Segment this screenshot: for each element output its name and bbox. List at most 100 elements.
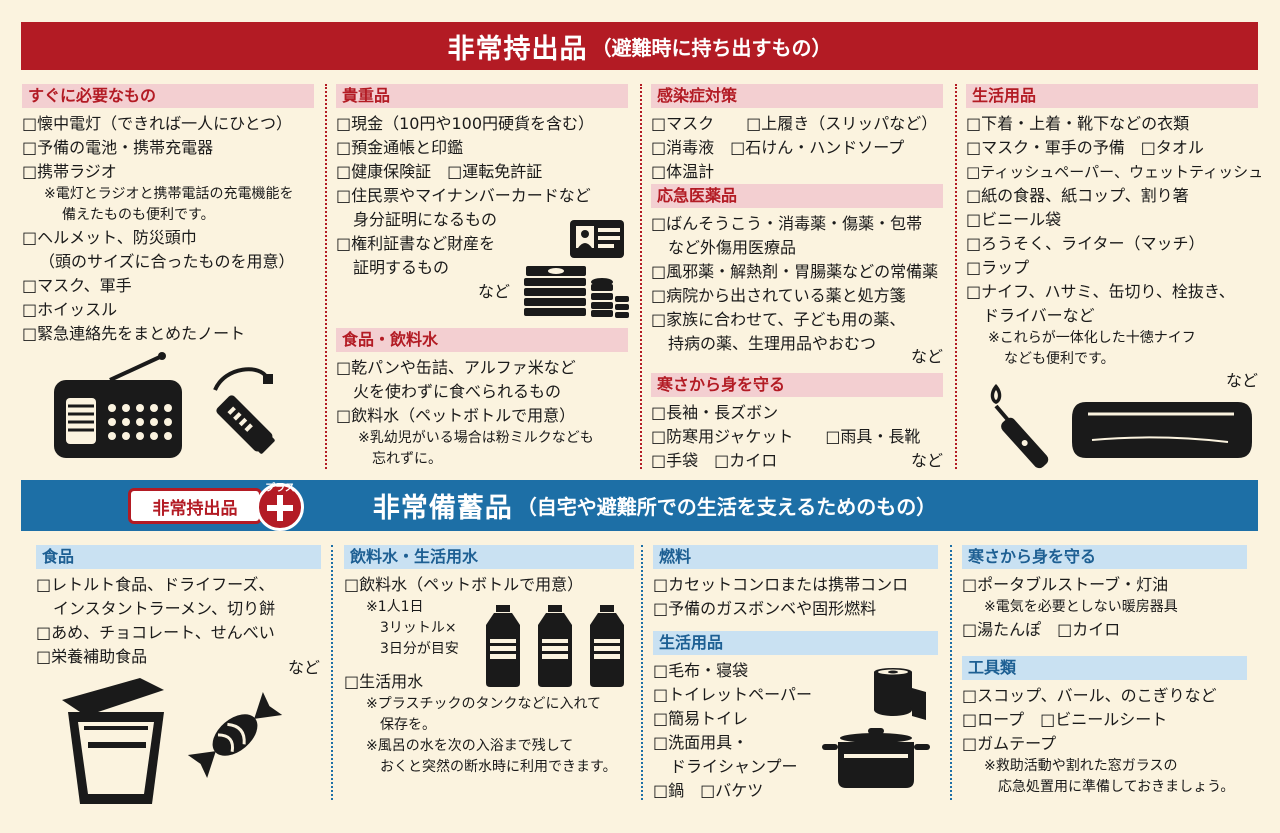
list-item: □ロープ □ビニールシート [962, 710, 1168, 729]
list-item: □ナイフ、ハサミ、缶切り、栓抜き、 [966, 282, 1235, 301]
note: ※救助活動や割れた窓ガラスの [984, 758, 1178, 774]
section-header: 応急医薬品 [651, 184, 943, 208]
id-card-icon [570, 220, 624, 258]
list-item-cont: インスタントラーメン、切り餅 [53, 599, 276, 618]
note: 備えたものも便利です。 [62, 207, 215, 223]
note: ※1人1日 [366, 599, 424, 615]
list-item: □簡易トイレ [653, 709, 749, 728]
section-valuables: 貴重品 □現金（10円や100円硬貨を含む） □預金通帳と印鑑 □健康保険証 □… [336, 84, 628, 304]
section-header: 飲料水・生活用水 [344, 545, 634, 569]
list-item: □手袋 □カイロ など [651, 449, 943, 473]
emergency-carry-tag: 非常持出品 [128, 488, 262, 524]
list-item-cont: （頭のサイズに合ったものを用意） [39, 252, 295, 271]
note: 忘れずに。 [372, 451, 442, 467]
list-item: □ビニール袋 [966, 210, 1062, 229]
etc-label: など [478, 282, 511, 301]
list-item: □現金（10円や100円硬貨を含む） [336, 114, 595, 133]
list-item: □栄養補助食品 [36, 647, 148, 666]
divider [331, 545, 333, 800]
section-header: 食品・飲料水 [336, 328, 628, 352]
list-item-cont: 火を使わずに食べられるもの [353, 382, 562, 401]
section-first-aid: 応急医薬品 □ばんそうこう・消毒薬・傷薬・包帯 など外傷用医療品 □風邪薬・解熱… [651, 184, 943, 368]
list-item: □防寒用ジャケット □雨具・長靴 [651, 427, 921, 446]
blanket-icon [1072, 402, 1252, 458]
list-item: □マスク □上履き（スリッパなど） [651, 114, 938, 133]
list-item: □下着・上着・靴下などの衣類 [966, 114, 1190, 133]
list-item: □消毒液 □石けん・ハンドソープ [651, 138, 905, 157]
emergency-carry-banner: 非常持出品 （避難時に持ち出すもの） [21, 22, 1258, 70]
candy-icon [187, 692, 283, 778]
plus-label: プラス [265, 483, 295, 494]
list-item: □健康保険証 □運転免許証 [336, 162, 543, 181]
list-item: □体温計 [651, 162, 715, 181]
note: ※乳幼児がいる場合は粉ミルクなども [358, 430, 594, 446]
plus-icon [256, 483, 304, 531]
section-living-supplies: 生活用品 □毛布・寝袋 □トイレットペーパー □簡易トイレ □洗面用具・ ドライ… [653, 631, 938, 803]
note: おくと突然の断水時に利用できます。 [380, 759, 617, 775]
list-item: □懐中電灯（できれば一人にひとつ） [22, 114, 292, 133]
banner-title: 非常備蓄品 [372, 493, 513, 524]
list-item: □予備の電池・携帯充電器 [22, 138, 214, 157]
list-item-cont: ドライシャンプー [670, 757, 798, 776]
note: 3日分が目安 [380, 641, 459, 657]
note: ※風呂の水を次の入浴まで残して [366, 738, 574, 754]
section-header: すぐに必要なもの [22, 84, 314, 108]
list-item-cont: など外傷用医療品 [668, 238, 797, 257]
list-item: □湯たんぽ □カイロ [962, 620, 1121, 639]
section-header: 寒さから身を守る [962, 545, 1247, 569]
list-item: □権利証書など財産を [336, 234, 496, 253]
divider [640, 84, 642, 469]
list-item: □携帯ラジオ [22, 162, 117, 181]
list-item-text: □手袋 □カイロ [651, 451, 778, 470]
pot-icon [822, 728, 930, 788]
list-item: □病院から出されている薬と処方箋 [651, 286, 906, 305]
etc-label: など [910, 451, 943, 470]
banner-subtitle: （避難時に持ち出すもの） [591, 35, 832, 60]
list-item: □ポータブルストーブ・灯油 [962, 575, 1169, 594]
list-item: □風邪薬・解熱剤・胃腸薬などの常備薬 [651, 262, 939, 281]
toilet-paper-icon [874, 668, 926, 720]
list-item: □あめ、チョコレート、せんべい [36, 623, 275, 642]
list-item: □ティッシュペーパー、ウェットティッシュ [966, 163, 1264, 181]
list-item: □洗面用具・ [653, 733, 749, 752]
list-item: □ホイッスル [22, 300, 118, 319]
list-item: □トイレットペーパー [653, 685, 812, 704]
list-item-cont: ドライバーなど [983, 306, 1095, 325]
section-header: 燃料 [653, 545, 938, 569]
list-item: □スコップ、バール、のこぎりなど [962, 686, 1217, 705]
list-item: □住民票やマイナンバーカードなど [336, 186, 591, 205]
section-immediate-needs: すぐに必要なもの □懐中電灯（できれば一人にひとつ） □予備の電池・携帯充電器 … [22, 84, 314, 346]
list-item: □乾パンや缶詰、アルファ米など [336, 358, 576, 377]
section-header: 感染症対策 [651, 84, 943, 108]
note: 保存を。 [380, 717, 436, 733]
list-item-cont: 証明するもの [353, 258, 450, 277]
etc-label: など [910, 347, 943, 366]
section-header: 生活用品 [653, 631, 938, 655]
list-item: □マスク、軍手 [22, 276, 132, 295]
list-item: □ラップ [966, 258, 1030, 277]
list-item: □ガムテープ [962, 734, 1057, 753]
etc-label: など [288, 658, 321, 677]
list-item: □飲料水（ペットボトルで用意） [344, 575, 584, 594]
list-item: □ろうそく、ライター（マッチ） [966, 234, 1205, 253]
list-item-cont: 身分証明になるもの [353, 210, 498, 229]
note: 3リットル× [380, 620, 457, 636]
list-item: □生活用水 [344, 672, 424, 691]
list-item: □ばんそうこう・消毒薬・傷薬・包帯 [651, 214, 923, 233]
section-header: 生活用品 [966, 84, 1258, 108]
candle-lighter-icon [990, 384, 1049, 469]
section-daily-supplies: 生活用品 □下着・上着・靴下などの衣類 □マスク・軍手の予備 □タオル □ティッ… [966, 84, 1264, 392]
list-item: □マスク・軍手の予備 □タオル [966, 138, 1204, 157]
section-infection-control: 感染症対策 □マスク □上履き（スリッパなど） □消毒液 □石けん・ハンドソープ… [651, 84, 943, 184]
divider [325, 84, 327, 469]
note: ※電気を必要としない暖房器具 [984, 599, 1178, 615]
list-item: □ヘルメット、防災頭巾 [22, 228, 197, 247]
etc-label: など [1225, 371, 1258, 390]
list-item: □予備のガスボンベや固形燃料 [653, 599, 877, 618]
list-item: □毛布・寝袋 [653, 661, 749, 680]
section-header: 食品 [36, 545, 321, 569]
banner-title: 非常持出品 [447, 33, 588, 65]
section-header: 寒さから身を守る [651, 373, 943, 397]
section-food: 食品 □レトルト食品、ドライフーズ、 インスタントラーメン、切り餅 □あめ、チョ… [36, 545, 321, 669]
note: なども便利です。 [1004, 351, 1115, 367]
